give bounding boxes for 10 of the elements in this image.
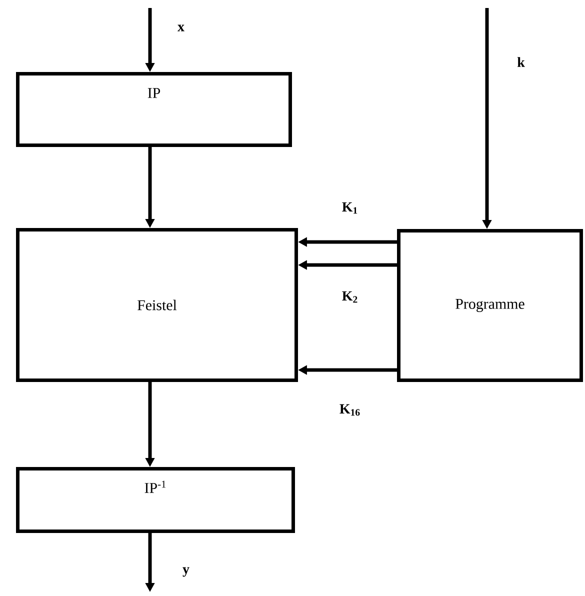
process-box: IP (16, 72, 292, 147)
edge-label: K$_{16}$ (340, 404, 360, 416)
edge-label: k (517, 57, 525, 67)
edge-label: K$_{2}$ (342, 291, 358, 303)
edge-label: K$_{1}$ (342, 202, 358, 214)
process-box: IP$^{-1}$ (16, 467, 295, 533)
edge-label: y (182, 567, 190, 577)
process-box: Feistel (16, 228, 298, 382)
edge-label: x (178, 24, 184, 32)
process-box: Programme (397, 229, 583, 382)
